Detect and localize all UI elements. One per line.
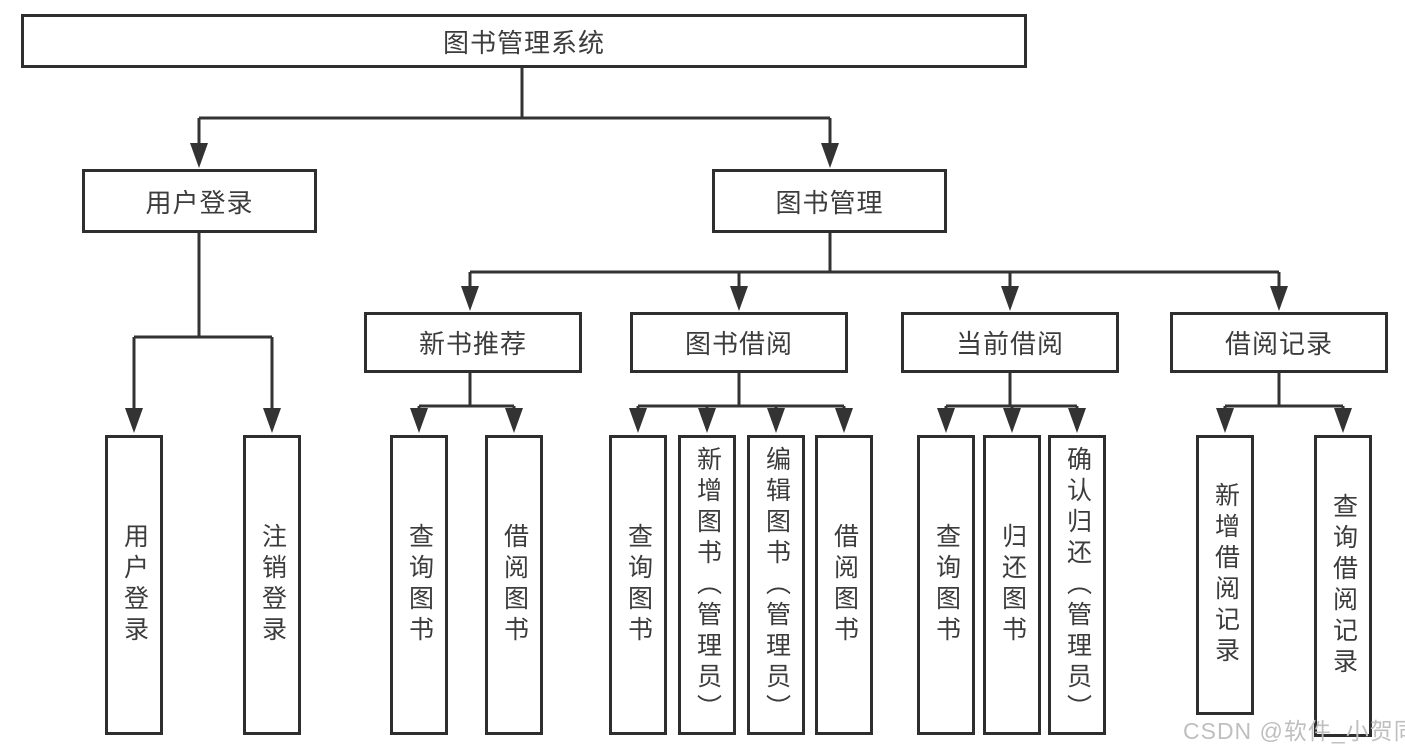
leaf-query-borrow-record-label: 查询借阅记录 — [1329, 493, 1358, 679]
arrowhead-icon — [125, 408, 143, 433]
node-new-book-recommend-label: 新书推荐 — [418, 329, 527, 359]
connector-borrow-records-group — [1223, 373, 1345, 417]
leaf-borrow-books-label: 借阅图书 — [830, 523, 859, 647]
leaf-query-books-borrow: 查询图书 — [609, 435, 667, 735]
node-current-borrow-label: 当前借阅 — [955, 329, 1064, 359]
leaf-add-borrow-record-label: 新增借阅记录 — [1211, 482, 1240, 668]
leaf-add-book-admin: 新增图书（管理员） — [678, 435, 736, 735]
leaf-edit-book-admin-label: 编辑图书（管理员） — [762, 445, 791, 725]
leaf-query-books-recommend: 查询图书 — [390, 435, 448, 735]
arrowhead-icon — [1068, 408, 1086, 433]
leaf-return-book: 归还图书 — [983, 435, 1041, 735]
leaf-borrow-books: 借阅图书 — [815, 435, 873, 735]
arrowheads — [125, 143, 1352, 433]
leaf-add-book-admin-label: 新增图书（管理员） — [693, 445, 722, 725]
node-root-label: 图书管理系统 — [442, 27, 605, 58]
leaf-logout: 注销登录 — [243, 435, 301, 735]
leaf-query-books-recommend-label: 查询图书 — [405, 523, 434, 647]
connector-book-borrow-group — [636, 373, 846, 417]
watermark: CSDN @软件_小贺同学 — [1183, 718, 1405, 744]
leaf-add-borrow-record: 新增借阅记录 — [1196, 435, 1254, 715]
leaf-query-borrow-record: 查询借阅记录 — [1314, 435, 1372, 737]
arrowhead-icon — [767, 408, 785, 433]
node-user-login-label: 用户登录 — [145, 187, 254, 218]
arrowhead-icon — [1334, 408, 1352, 433]
arrowhead-icon — [698, 408, 716, 433]
arrowhead-icon — [1003, 408, 1021, 433]
leaf-confirm-return-admin-label: 确认归还（管理员） — [1063, 445, 1092, 725]
node-root: 图书管理系统 — [21, 14, 1027, 68]
leaf-logout-label: 注销登录 — [258, 523, 287, 647]
leaf-confirm-return-admin: 确认归还（管理员） — [1048, 435, 1106, 735]
arrowhead-icon — [1216, 408, 1234, 433]
node-borrow-records: 借阅记录 — [1170, 312, 1388, 373]
leaf-query-books-borrow-label: 查询图书 — [624, 523, 653, 647]
arrowhead-icon — [629, 408, 647, 433]
connector-user-login-branch — [132, 233, 274, 416]
arrowhead-icon — [1001, 286, 1019, 311]
node-current-borrow: 当前借阅 — [901, 312, 1119, 373]
arrowhead-icon — [505, 408, 523, 433]
node-user-login: 用户登录 — [82, 169, 317, 233]
connector-root — [197, 68, 832, 150]
arrowhead-icon — [190, 143, 208, 168]
node-book-borrow: 图书借阅 — [630, 312, 848, 373]
leaf-query-books-current-label: 查询图书 — [932, 523, 961, 647]
arrowhead-icon — [1270, 286, 1288, 311]
leaf-borrow-books-recommend: 借阅图书 — [485, 435, 543, 735]
connector-book-mgmt-branch — [468, 233, 1281, 293]
leaf-user-login-label: 用户登录 — [120, 523, 149, 647]
node-book-borrow-label: 图书借阅 — [684, 329, 793, 359]
leaf-borrow-books-recommend-label: 借阅图书 — [500, 523, 529, 647]
connector-new-book-group — [417, 373, 516, 417]
node-borrow-records-label: 借阅记录 — [1224, 329, 1333, 359]
leaf-query-books-current: 查询图书 — [917, 435, 975, 735]
leaf-user-login: 用户登录 — [105, 435, 163, 735]
node-book-mgmt: 图书管理 — [712, 169, 947, 233]
arrowhead-icon — [461, 286, 479, 311]
arrowhead-icon — [410, 408, 428, 433]
arrowhead-icon — [835, 408, 853, 433]
node-book-mgmt-label: 图书管理 — [775, 187, 884, 218]
arrowhead-icon — [937, 408, 955, 433]
arrowhead-icon — [263, 408, 281, 433]
node-new-book-recommend: 新书推荐 — [364, 312, 582, 373]
leaf-return-book-label: 归还图书 — [998, 523, 1027, 647]
arrowhead-icon — [821, 143, 839, 168]
arrowhead-icon — [730, 286, 748, 311]
leaf-edit-book-admin: 编辑图书（管理员） — [747, 435, 805, 735]
